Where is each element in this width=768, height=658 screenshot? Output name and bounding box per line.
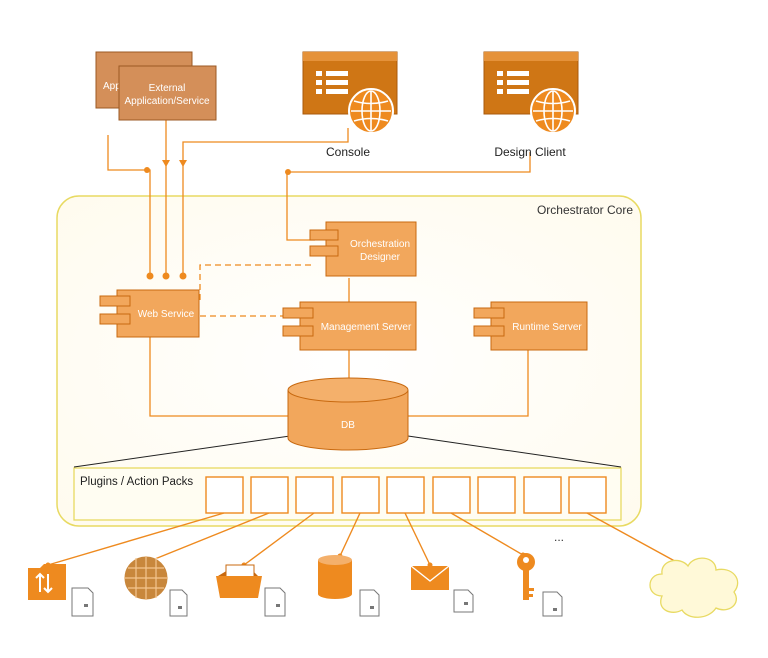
folder-icon (216, 564, 262, 598)
external-application-box (118, 65, 217, 121)
db-cylinder (287, 377, 409, 451)
plugin-slot (295, 476, 334, 514)
database-icon (318, 555, 352, 599)
document-icon (359, 589, 380, 617)
console-window (302, 51, 398, 134)
plugin-slot (477, 476, 516, 514)
management-server-component (282, 301, 417, 351)
dashed-lines (199, 264, 315, 317)
orchestration-designer-label-1: Orchestration (350, 239, 410, 250)
plugins-title: Plugins / Action Packs (80, 476, 193, 488)
orchestrator-core-title: Orchestrator Core (537, 203, 633, 217)
design-client-label: Design Client (494, 145, 566, 159)
file-transfer-icon (28, 564, 66, 600)
document-icon (169, 589, 188, 617)
console-label: Console (326, 145, 370, 159)
document-icon (264, 587, 286, 617)
connector-markers (144, 160, 291, 280)
web-service-component (99, 289, 200, 338)
runtime-server-label: Runtime Server (512, 322, 582, 333)
plugin-slot (341, 476, 380, 514)
ellipsis-text: ... (554, 530, 564, 544)
globe-icon (530, 88, 576, 134)
app-back-label: App (103, 81, 121, 92)
plugin-slot (523, 476, 562, 514)
management-server-label: Management Server (321, 322, 412, 333)
web-service-label: Web Service (138, 309, 195, 320)
plugin-slot (205, 476, 244, 514)
document-icon (453, 589, 474, 613)
globe-icon (348, 88, 394, 134)
key-icon (517, 553, 535, 600)
plugin-target-lines (47, 512, 683, 566)
email-icon (410, 565, 450, 590)
plugin-target-dots (45, 552, 526, 568)
db-label: DB (341, 420, 355, 431)
orchestration-designer-label-2: Designer (360, 252, 401, 263)
design-client-window (483, 51, 579, 134)
globe-icon (123, 555, 169, 601)
external-app-label-1: External (149, 83, 186, 94)
orchestration-designer-component (309, 221, 417, 277)
plugin-slot (386, 476, 425, 514)
document-icon (542, 591, 563, 617)
plugin-slot (568, 476, 607, 514)
external-app-label-2: Application/Service (124, 96, 209, 107)
db-plugin-lines (73, 435, 622, 468)
document-icon (71, 587, 94, 617)
cloud-icon (649, 557, 739, 618)
plugin-slot (250, 476, 289, 514)
runtime-server-component (473, 301, 588, 351)
plugin-slot (432, 476, 471, 514)
